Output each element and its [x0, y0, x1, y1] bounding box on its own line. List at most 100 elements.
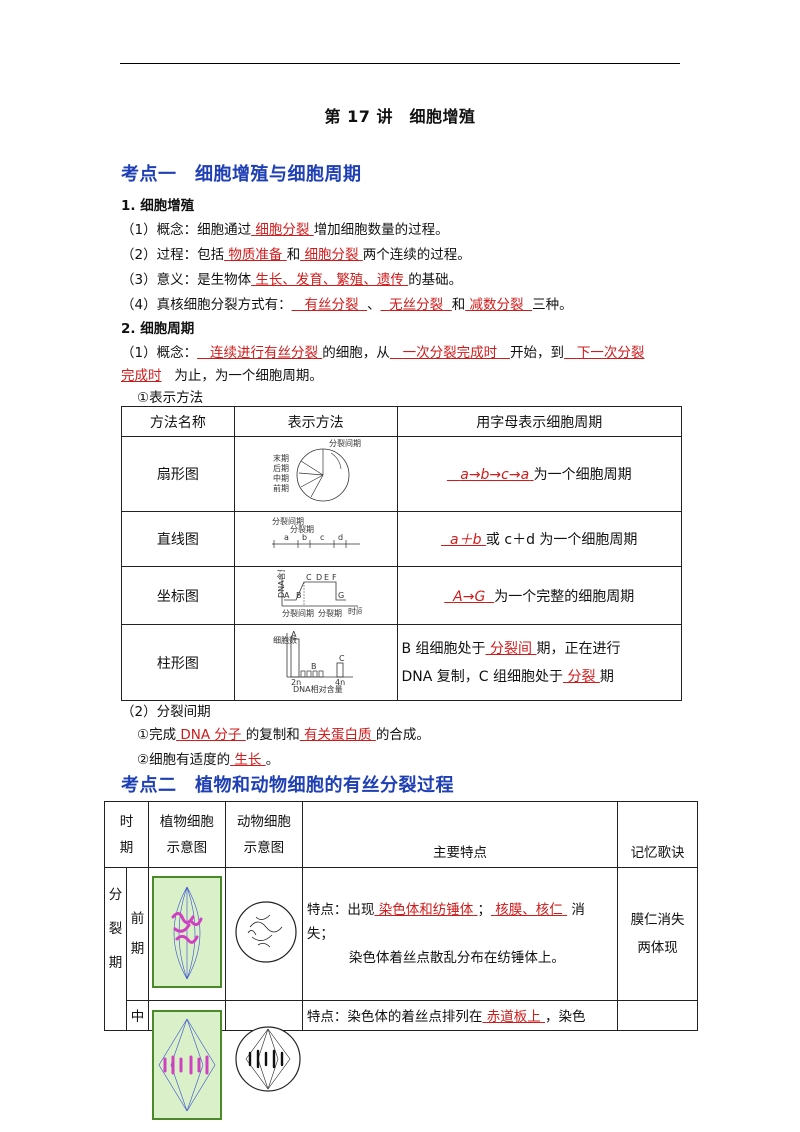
section2-heading: 考点二 植物和动物细胞的有丝分裂过程 — [121, 775, 454, 796]
concept-line: （1）概念：细胞通过 细胞分裂 增加细胞数量的过程。 — [121, 218, 449, 238]
section1-heading: 考点一 细胞增殖与细胞周期 — [121, 164, 362, 185]
interphase-label: （2）分裂间期 — [121, 704, 211, 720]
line-label: a — [284, 533, 289, 542]
line-chart-figure: 分裂间期 分裂期 a b c d — [271, 516, 360, 548]
animal-cell-metaphase-figure — [235, 1026, 301, 1092]
answer: 生长、发育、繁殖、遗传 — [255, 272, 404, 288]
coord-label: E — [324, 573, 329, 582]
modes-line: （4）真核细胞分裂方式有： 有丝分裂 、 无丝分裂 和 减数分裂 三种。 — [121, 297, 573, 313]
header-period: 时期 — [104, 801, 149, 868]
answer: 核膜、核仁 — [495, 902, 563, 918]
interphase-line1: ①完成 DNA 分子 的复制和 有关蛋白质 的合成。 — [137, 727, 430, 743]
coord-label: DNA含量 — [276, 570, 286, 598]
answer: 赤道板上 — [486, 1009, 541, 1025]
coord-label: 分裂间期 — [282, 608, 314, 618]
header-letters: 用字母表示细胞周期 — [396, 406, 682, 437]
page-title: 第 17 讲 细胞增殖 — [324, 107, 476, 126]
answer: 一次分裂完成时 — [402, 345, 498, 361]
plant-metaphase-image — [147, 1000, 226, 1120]
bar-label: 2n — [291, 678, 301, 687]
coord-label: B — [296, 591, 302, 600]
bar-label: A — [291, 630, 297, 639]
line-label: d — [338, 533, 343, 542]
meaning-line: （3）意义：是生物体 生长、发育、繁殖、遗传 的基础。 — [121, 272, 463, 288]
row-coord-letters: A→G 为一个完整的细胞周期 — [396, 566, 682, 625]
coord-label: G — [338, 591, 344, 600]
answer: DNA 分子 — [180, 727, 242, 743]
line-label: b — [302, 533, 307, 542]
bar-label: 细胞数 — [273, 635, 297, 645]
row-line-letters: a＋b 或 c＋d 为一个细胞周期 — [396, 511, 682, 567]
text: （1）概念：细胞通过 — [121, 222, 252, 238]
fan-label: 末期 — [273, 453, 289, 463]
metaphase-features: 特点：染色体的着丝点排列在 赤道板上 ，染色 — [301, 1000, 619, 1031]
animal-prophase-image — [224, 867, 303, 1001]
bar-chart-figure: 细胞数 2n 4n DNA相对含量 A B C — [273, 630, 353, 694]
answer: 减数分裂 — [469, 297, 524, 313]
coord-diagram: DNA含量 分裂间期 分裂期 时间 A B C D E F G — [233, 564, 398, 625]
fan-diagram: 分裂间期 末期 后期 中期 前期 — [233, 436, 398, 512]
answer: 完成时 — [121, 368, 162, 384]
answer: 物质准备 — [228, 247, 283, 263]
phase-column: 分裂期 — [104, 867, 127, 1031]
cycle-def-line2: 完成时 为止，为一个细胞周期。 — [121, 368, 323, 384]
coord-label: F — [332, 573, 337, 582]
answer: 细胞分裂 — [255, 222, 310, 238]
answer: a＋b — [450, 532, 482, 548]
sub-heading-proliferation: 1. 细胞增殖 — [121, 198, 195, 214]
plant-cell-prophase-figure — [151, 876, 222, 988]
row-fan-name: 扇形图 — [121, 436, 235, 512]
header-mnemonic: 记忆歌诀 — [617, 801, 698, 868]
row-bar-name: 柱形图 — [121, 624, 235, 701]
fan-label: 前期 — [273, 483, 289, 493]
fan-label: 后期 — [273, 463, 289, 473]
coord-label: A — [284, 591, 290, 600]
answer: 染色体和纺锤体 — [378, 902, 474, 918]
interphase-line2: ②细胞有适度的 生长 。 — [137, 752, 280, 768]
cycle-def-line1: （1）概念： 连续进行有丝分裂 的细胞，从 一次分裂完成时 开始，到 下一次分裂 — [121, 345, 645, 361]
process-line: （2）过程：包括 物质准备 和 细胞分裂 两个连续的过程。 — [121, 247, 471, 263]
plant-prophase-image — [147, 867, 226, 1001]
header-representation: 表示方法 — [233, 406, 398, 437]
answer: 下一次分裂 — [576, 345, 645, 361]
plant-cell-metaphase-figure — [151, 1010, 222, 1120]
answer: 有丝分裂 — [304, 297, 359, 313]
fan-label: 分裂间期 — [329, 439, 361, 448]
coord-label: D — [316, 573, 322, 582]
bar-label: 4n — [335, 678, 345, 687]
answer: 有关蛋白质 — [304, 727, 372, 743]
fan-label: 中期 — [273, 473, 289, 483]
bar-label: C — [339, 654, 345, 663]
header-method-name: 方法名称 — [121, 406, 235, 437]
bar-label: B — [311, 662, 317, 671]
line-label: 分裂期 — [290, 524, 314, 534]
prophase-features: 特点：出现 染色体和纺锤体 ； 核膜、核仁 消 失； 染色体着丝点散乱分布在纺锤… — [301, 867, 619, 1001]
methods-label: ①表示方法 — [137, 390, 204, 406]
header-features: 主要特点 — [301, 801, 619, 868]
cycle-methods-table: 方法名称 表示方法 用字母表示细胞周期 扇形图 分裂间期 末期 后期 中期 前期 — [121, 406, 682, 701]
answer: A→G — [453, 588, 486, 605]
coord-label: 时间 — [348, 606, 362, 616]
answer: 无丝分裂 — [389, 297, 444, 313]
bar-label: DNA相对含量 — [293, 684, 343, 693]
header-plant: 植物细胞示意图 — [147, 801, 226, 868]
stage-prophase: 前期 — [125, 867, 149, 1001]
header-animal: 动物细胞示意图 — [224, 801, 303, 868]
line-label: c — [320, 533, 324, 542]
mitosis-table: 时期 植物细胞示意图 动物细胞示意图 主要特点 记忆歌诀 分裂期 前期 — [104, 801, 698, 1120]
answer: 生长 — [234, 752, 262, 768]
line-label: 分裂间期 — [272, 516, 304, 526]
fan-chart-figure: 分裂间期 末期 后期 中期 前期 — [273, 438, 361, 502]
stage-metaphase: 中 — [125, 1000, 149, 1031]
coord-label: 分裂期 — [318, 608, 342, 618]
answer: 连续进行有丝分裂 — [209, 345, 318, 361]
row-coord-name: 坐标图 — [121, 566, 235, 625]
coordinate-chart-figure: DNA含量 分裂间期 分裂期 时间 A B C D E F G — [276, 564, 364, 618]
row-line-name: 直线图 — [121, 511, 235, 567]
row-bar-letters: B 组细胞处于 分裂间 期，正在进行 DNA 复制，C 组细胞处于 分裂 期 — [396, 624, 682, 701]
answer: a→b→c→a — [460, 467, 530, 483]
sub-heading-cycle: 2. 细胞周期 — [121, 321, 195, 337]
answer: 分裂 — [567, 668, 596, 685]
header-rule — [120, 63, 680, 64]
animal-cell-prophase-figure — [235, 901, 297, 963]
